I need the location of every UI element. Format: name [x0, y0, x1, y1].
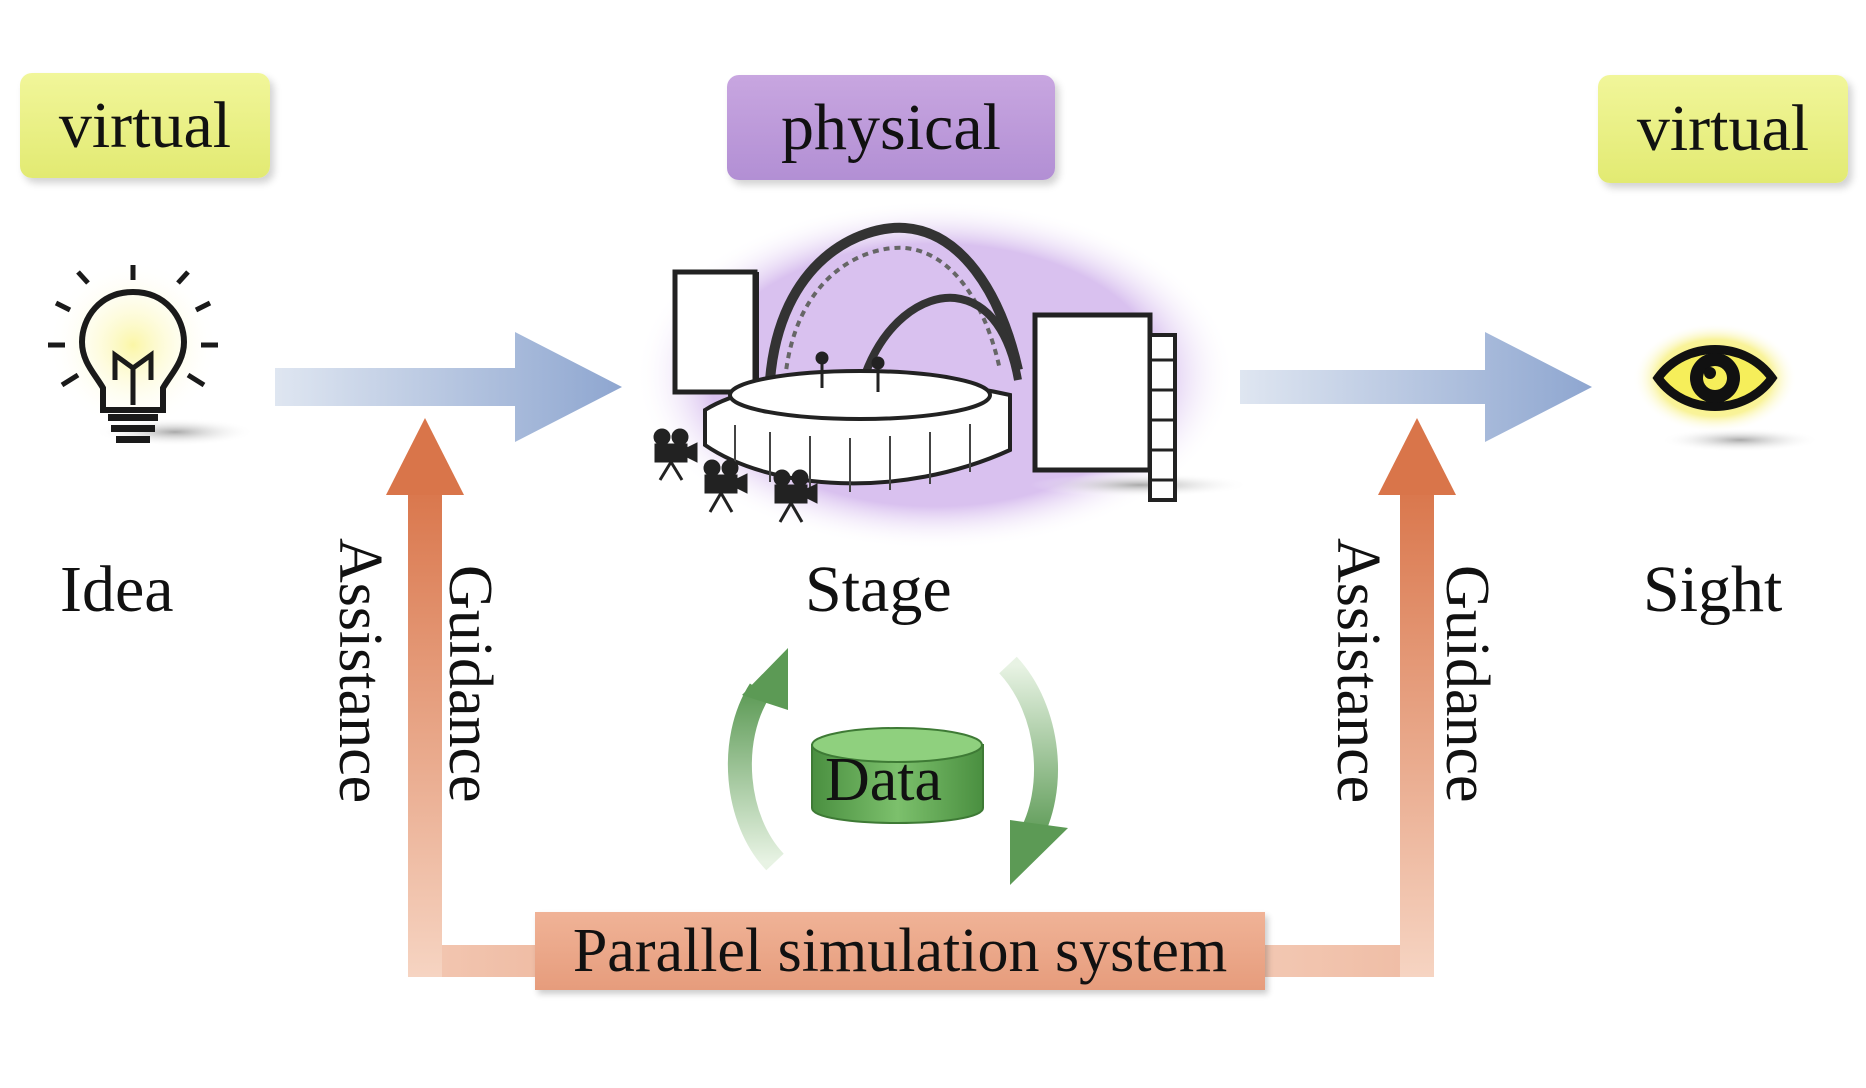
virtual-tag-left: virtual [20, 73, 270, 178]
data-label: Data [825, 746, 943, 814]
right-guidance-label: Guidance [1433, 565, 1501, 803]
virtual-tag-right: virtual [1598, 75, 1848, 183]
idea-label: Idea [60, 553, 174, 626]
sight-label: Sight [1643, 553, 1783, 626]
physical-tag: physical [727, 75, 1055, 180]
database-icon [811, 727, 984, 824]
eye-icon [1633, 323, 1820, 452]
video-camera-icon [653, 428, 818, 523]
left-assistance-label: Assistance [326, 538, 394, 804]
light-bulb-icon [48, 260, 255, 446]
stage-label: Stage [805, 553, 952, 626]
feedback-arrow-right [1252, 418, 1456, 977]
flow-arrow-idea-to-stage [275, 332, 622, 442]
cycle-arrow-down-right [998, 656, 1068, 885]
parallel-simulation-system-box: Parallel simulation system [535, 912, 1265, 990]
left-guidance-label: Guidance [436, 565, 504, 803]
stage-structure-icon [635, 200, 1250, 550]
flow-arrow-stage-to-sight [1240, 332, 1592, 442]
feedback-arrow-left [386, 418, 548, 977]
parallel-simulation-system-label: Parallel simulation system [572, 916, 1228, 985]
cycle-arrow-up-left [727, 648, 788, 871]
right-assistance-label: Assistance [1324, 538, 1392, 804]
